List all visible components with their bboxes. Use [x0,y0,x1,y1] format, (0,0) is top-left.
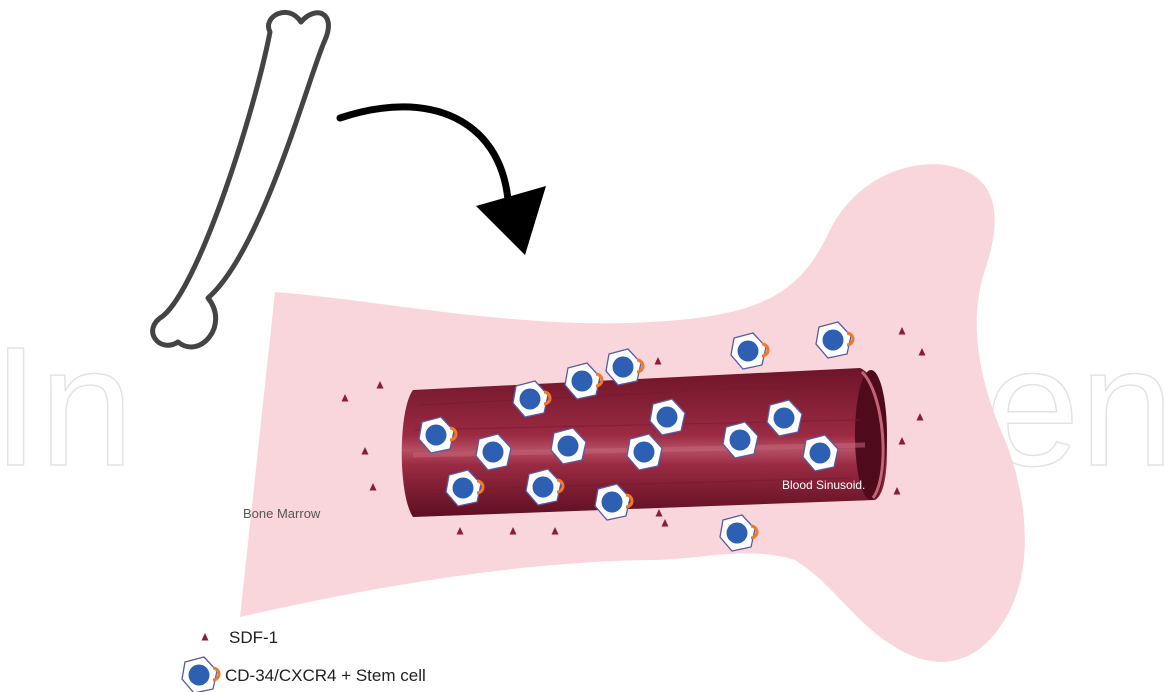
sdf1-icon [202,633,209,641]
legend-sdf1: SDF-1 [229,628,278,647]
bone-marrow-label: Bone Marrow [243,506,321,521]
blood-sinusoid-label: Blood Sinusoid. [782,478,865,492]
legend-stem-cell: CD-34/CXCR4 + Stem cell [225,666,426,685]
legend: SDF-1 CD-34/CXCR4 + Stem cell [182,628,426,692]
curved-arrow-icon [340,107,546,255]
stem-cell-icon [182,657,219,692]
watermark-left: In [0,312,134,502]
